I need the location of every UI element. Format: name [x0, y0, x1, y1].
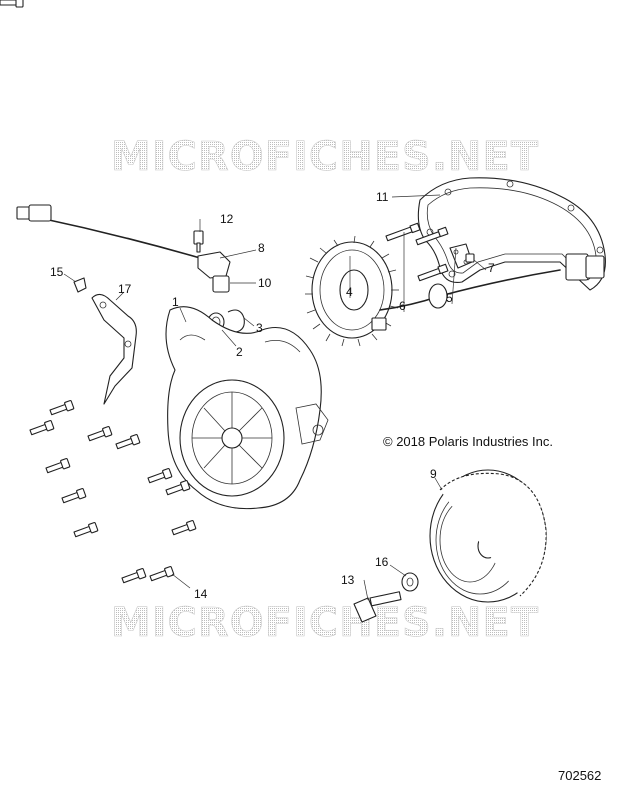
copyright-notice: © 2018 Polaris Industries Inc. [383, 434, 553, 449]
callout-5: 5 [446, 291, 453, 305]
clip-part-15 [73, 277, 87, 293]
bracket-part-17 [91, 293, 137, 405]
sensor-harness [16, 204, 231, 293]
callout-3: 3 [256, 321, 263, 335]
flywheel-part-9 [429, 469, 547, 603]
callout-13: 13 [341, 573, 355, 587]
callout-11: 11 [376, 190, 389, 204]
leader-lines [63, 194, 487, 601]
watermark-top: MICROFICHES.NET [111, 134, 539, 181]
callout-2: 2 [236, 345, 243, 359]
stator-part-4 [305, 235, 605, 347]
callout-7: 7 [488, 261, 495, 275]
callout-8: 8 [258, 241, 265, 255]
callout-12: 12 [220, 212, 234, 226]
callout-1: 1 [172, 295, 179, 309]
callout-16: 16 [375, 555, 389, 569]
callout-4: 4 [346, 285, 353, 299]
watermark-text-bottom: MICROFICHES.NET [111, 600, 539, 646]
callout-9: 9 [430, 467, 437, 481]
callout-labels: 1 2 3 4 5 6 7 8 9 10 11 12 13 14 15 16 1… [50, 190, 495, 601]
clamp-and-screws [385, 222, 475, 282]
watermark-bottom: MICROFICHES.NET [111, 600, 539, 647]
flywheel-bolt-and-washer [353, 572, 419, 623]
bolts-part-14 [0, 0, 197, 586]
document-number: 702562 [558, 768, 601, 783]
callout-6: 6 [399, 299, 406, 313]
callout-15: 15 [50, 265, 64, 279]
stator-cover-part-1 [165, 306, 329, 510]
callout-10: 10 [258, 276, 272, 290]
watermark-text-top: MICROFICHES.NET [111, 134, 539, 180]
callout-14: 14 [194, 587, 208, 601]
callout-17: 17 [118, 282, 132, 296]
